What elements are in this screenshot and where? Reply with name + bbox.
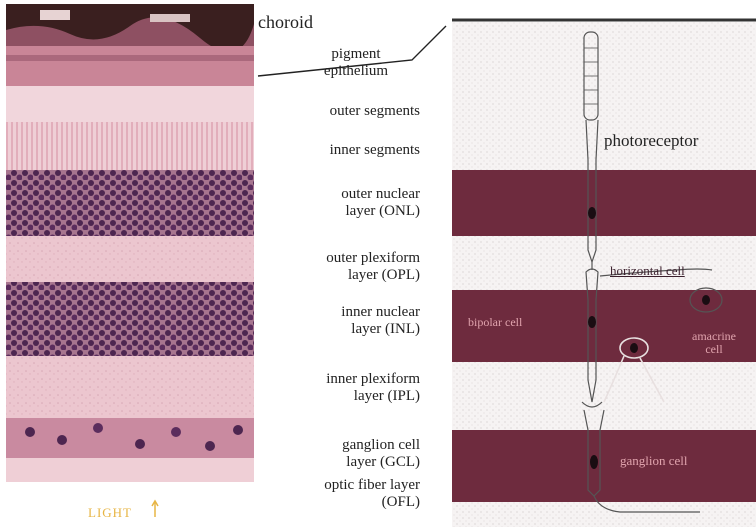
label-horizontal-cell: horizontal cell: [610, 262, 685, 279]
photoreceptor-nucleus: [588, 207, 596, 219]
micro-opl: [6, 236, 254, 282]
label-light: LIGHT: [88, 505, 132, 521]
horizontal-nucleus: [702, 295, 710, 305]
band-onl: [452, 170, 756, 236]
micro-inner-segments: [6, 122, 254, 170]
micro-ipl: [6, 356, 254, 418]
ganglion-nucleus: [590, 455, 598, 469]
label-ofl: optic fiber layer(OFL): [262, 477, 420, 511]
label-ganglion-cell: ganglion cell: [620, 452, 688, 469]
label-choroid: choroid: [258, 14, 313, 31]
band-gcl: [452, 430, 756, 502]
bipolar-nucleus: [588, 316, 596, 328]
micro-ofl: [6, 458, 254, 482]
label-photoreceptor: photoreceptor: [604, 132, 698, 149]
retina-micrograph: [6, 4, 254, 482]
label-outer-segments: outer segments: [270, 103, 420, 120]
micro-inl: [6, 282, 254, 356]
micro-pigment-epithelium: [6, 46, 254, 86]
label-pigment-epithelium: pigment epithelium: [296, 46, 416, 80]
micro-onl: [6, 170, 254, 236]
micro-outer-segments: [6, 86, 254, 122]
micro-gcl: [6, 418, 254, 458]
amacrine-nucleus: [630, 343, 638, 353]
label-bipolar-cell: bipolar cell: [468, 314, 522, 331]
retina-schematic: [452, 20, 756, 527]
label-inner-segments: inner segments: [270, 142, 420, 159]
